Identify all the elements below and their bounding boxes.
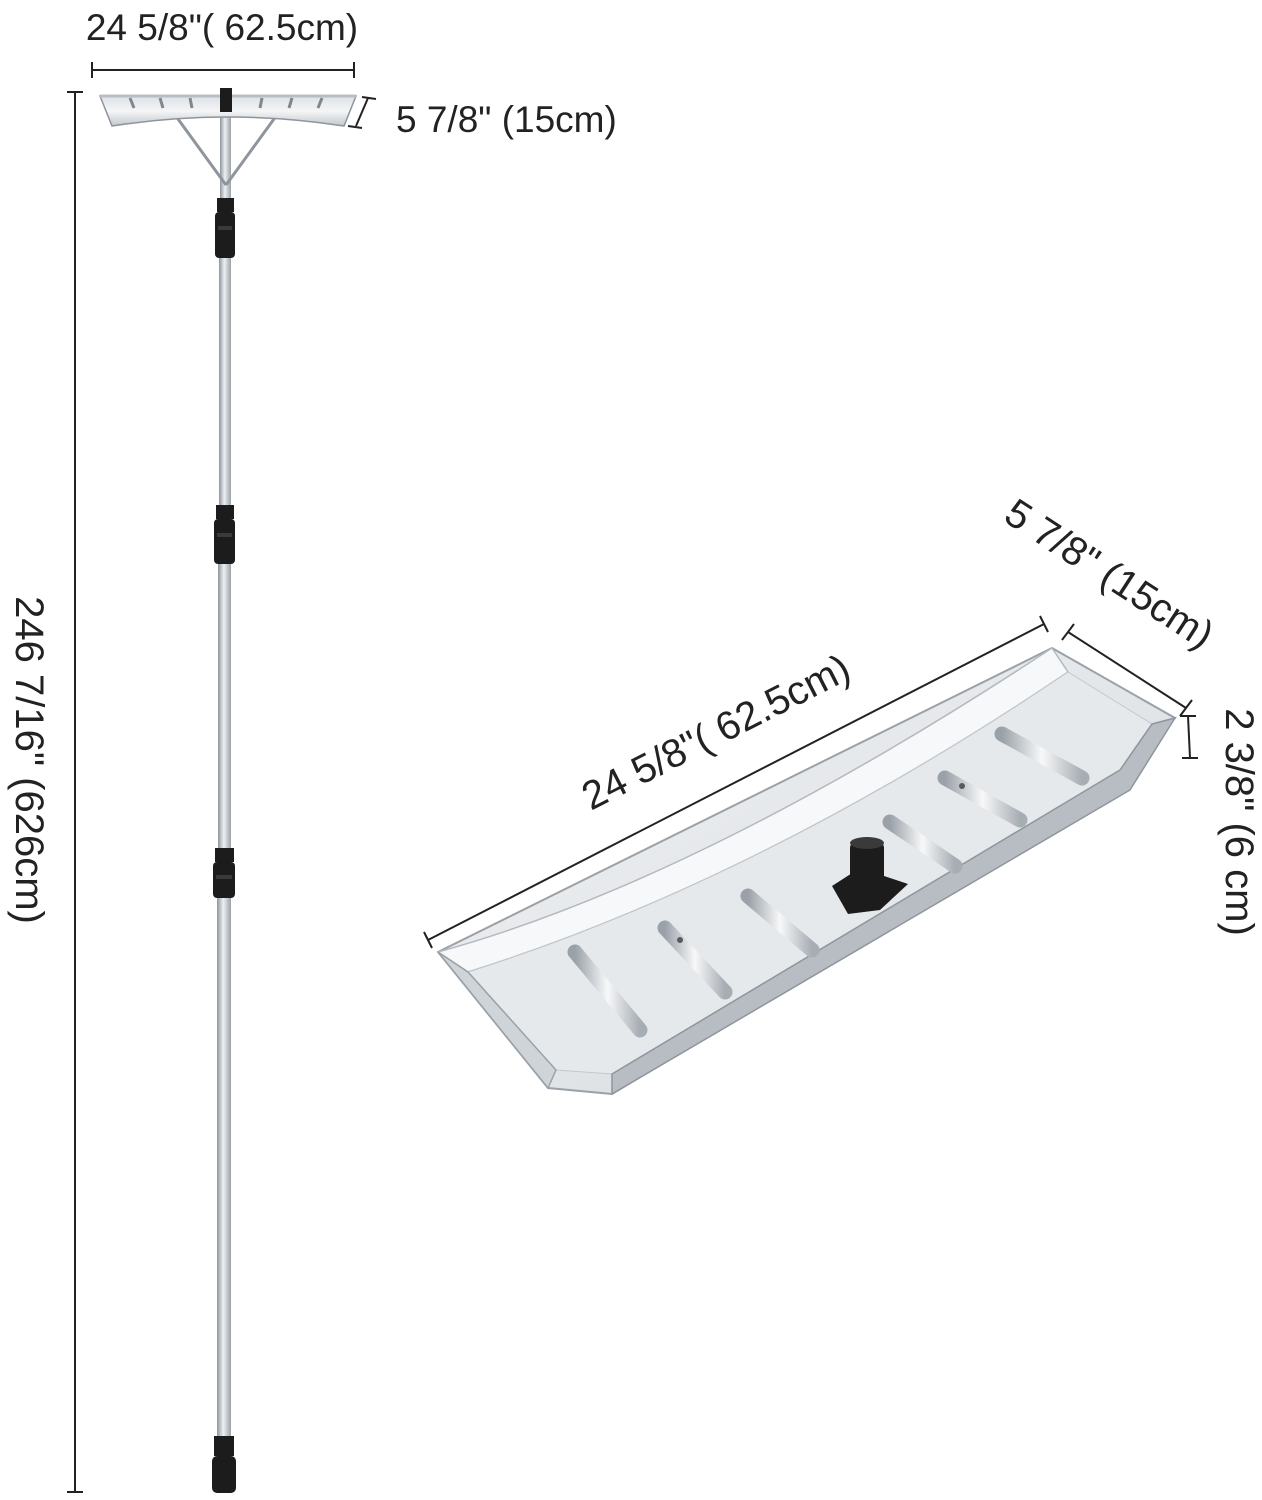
blade-height-dimension: 2 3/8" (6 cm) — [1180, 708, 1261, 936]
overall-length-dimension: 246 7/16" (626cm) — [7, 91, 83, 1493]
pole-coupler-middle — [214, 505, 235, 564]
rake-width-dimension: 24 5/8"( 62.5cm) — [86, 7, 358, 78]
blade-tray — [436, 646, 1177, 1096]
rake-full-view: 24 5/8"( 62.5cm) 5 7/8" (15cm) 246 7/16"… — [7, 7, 617, 1493]
blade-support-bars — [567, 726, 1090, 1038]
pole-section-1 — [220, 105, 231, 205]
support-bar — [882, 814, 963, 874]
support-bar — [994, 726, 1090, 786]
support-bar — [740, 888, 820, 958]
blade-closeup-view: 24 5/8"( 62.5cm) 5 7/8" (15cm) 2 3/8" (6… — [423, 491, 1261, 1096]
rake-blade — [98, 88, 358, 127]
rake-width-label: 24 5/8"( 62.5cm) — [86, 7, 358, 48]
blade-strut-left — [168, 107, 228, 186]
pole-section-2 — [219, 255, 231, 510]
pole-section-3 — [218, 560, 231, 850]
rake-depth-label: 5 7/8" (15cm) — [396, 99, 617, 140]
pole-section-4 — [217, 895, 231, 1440]
handle-mount-socket — [832, 837, 908, 914]
support-bar — [937, 770, 1028, 828]
blade-strut-right — [224, 107, 284, 186]
blade-height-label: 2 3/8" (6 cm) — [1217, 708, 1261, 936]
blade-depth-label: 5 7/8" (15cm) — [997, 491, 1221, 658]
support-bar — [657, 920, 733, 1000]
pole-coupler-top — [215, 198, 235, 258]
rake-depth-dimension: 5 7/8" (15cm) — [347, 96, 617, 140]
support-bar — [567, 944, 648, 1038]
overall-length-label: 246 7/16" (626cm) — [7, 596, 51, 924]
pole-coupler-lower — [213, 848, 235, 898]
pole-end-grip — [212, 1436, 236, 1493]
